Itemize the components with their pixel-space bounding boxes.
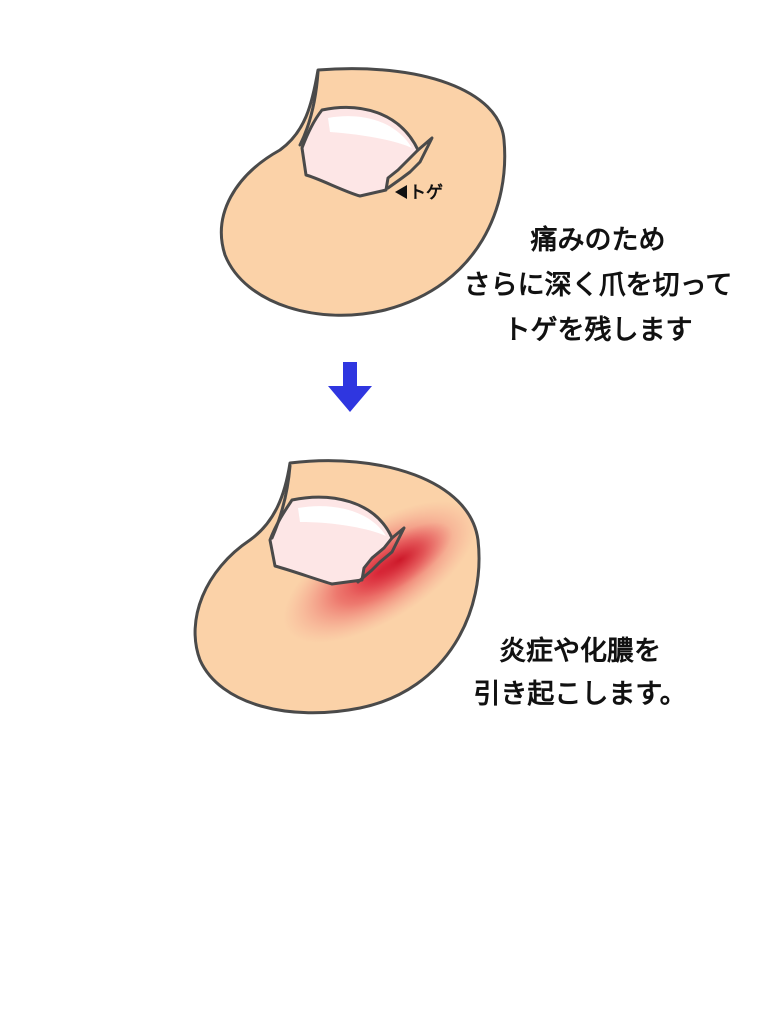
left-triangle-icon (395, 185, 407, 199)
nail-top-fold (298, 70, 320, 147)
down-arrow-icon (328, 362, 372, 412)
spike-top (386, 136, 434, 190)
inflammation-area (283, 500, 477, 644)
spike-callout-label: トゲ (409, 183, 443, 203)
nail-top-white-edge (328, 116, 412, 148)
caption-top-line-3: トゲを残します (503, 315, 693, 346)
caption-bottom-line-2: 引き起こします。 (473, 679, 687, 710)
spike-bottom (356, 526, 406, 584)
spike-callout: トゲ (395, 178, 443, 203)
caption-top-line-1: 痛みのため (530, 225, 666, 256)
caption-bottom: 炎症や化膿を 引き起こします。 (430, 630, 730, 716)
caption-top: 痛みのため さらに深く爪を切って トゲを残します (438, 218, 758, 353)
toe-bottom (193, 459, 481, 715)
caption-top-line-2: さらに深く爪を切って (463, 270, 733, 301)
nail-bottom-fold (270, 464, 292, 540)
nail-bottom-white-edge (298, 506, 386, 536)
toe-top (219, 67, 507, 317)
caption-bottom-line-1: 炎症や化膿を (499, 636, 661, 667)
